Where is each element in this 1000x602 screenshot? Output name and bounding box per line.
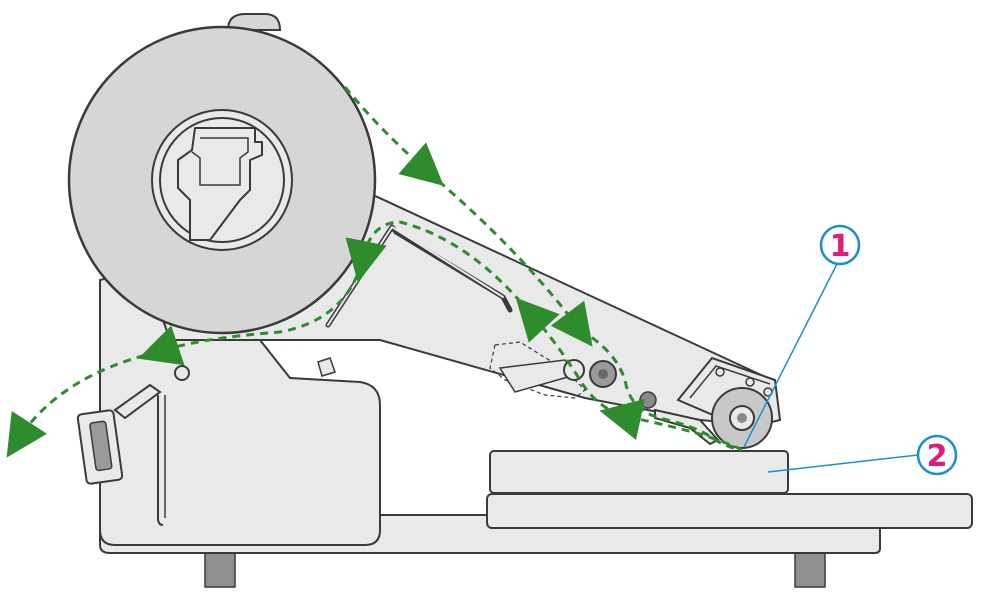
callout-1-leader bbox=[743, 261, 839, 448]
body-slot bbox=[157, 395, 164, 526]
callout-2-leader bbox=[767, 454, 919, 473]
callout-2-ring bbox=[916, 434, 958, 476]
idle-roller bbox=[563, 359, 585, 381]
callout-1-label: 1 bbox=[830, 229, 851, 264]
web-path-segment bbox=[343, 86, 444, 186]
web-path-segment bbox=[138, 261, 364, 366]
screw-icon bbox=[715, 367, 725, 377]
pivot-knob bbox=[174, 365, 190, 381]
spindle-holder-inner bbox=[191, 137, 249, 186]
machine-foot-right bbox=[794, 552, 826, 588]
spindle-holder bbox=[177, 127, 263, 241]
screw-icon bbox=[745, 377, 755, 387]
tension-roller bbox=[639, 391, 657, 409]
web-path-segment bbox=[427, 170, 593, 347]
web-path-segment bbox=[515, 297, 621, 417]
applicator-roller-hub bbox=[737, 413, 747, 423]
machine-foot-left bbox=[204, 552, 236, 588]
conveyor-table bbox=[486, 493, 973, 529]
web-path-segment bbox=[579, 328, 743, 452]
web-path-segment bbox=[599, 398, 743, 452]
callout-2-label: 2 bbox=[927, 439, 948, 474]
power-switch bbox=[89, 420, 113, 472]
label-web-path bbox=[6, 86, 743, 458]
web-path-segment bbox=[345, 220, 532, 314]
guide-roller-hub bbox=[598, 369, 608, 379]
roll-holder-tab bbox=[226, 13, 282, 31]
lever-handle bbox=[113, 383, 162, 420]
adjust-screw bbox=[317, 357, 336, 377]
callout-1-ring bbox=[819, 224, 861, 266]
dancer-arm-outline bbox=[489, 341, 586, 399]
product-box bbox=[489, 450, 789, 494]
web-path-segment bbox=[6, 350, 159, 458]
